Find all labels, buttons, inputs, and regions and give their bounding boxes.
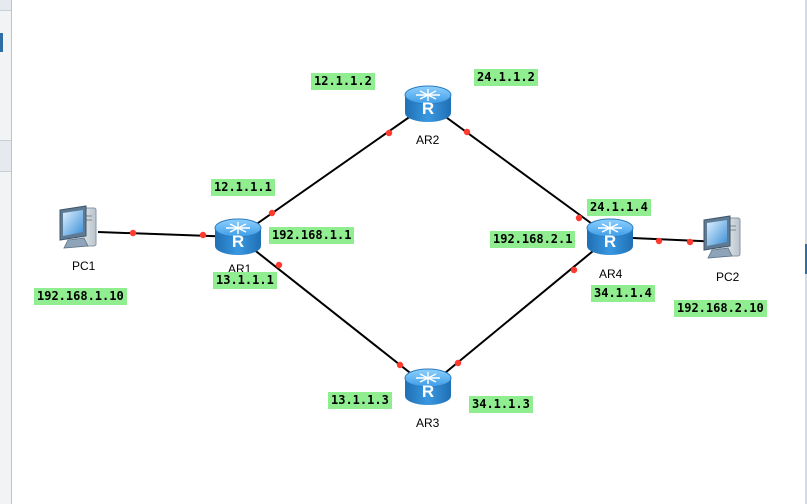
port-dot [129,229,137,237]
pc2-icon[interactable] [703,215,741,259]
port-dot [686,238,694,246]
port-dot [463,128,471,136]
port-dot [275,261,283,269]
port-dot [385,129,393,137]
port-dot [655,237,663,245]
pc1-icon[interactable] [59,205,97,249]
scrollbar-thumb[interactable] [805,244,807,274]
right-scroll-edge[interactable] [805,0,807,504]
ip-label-ar4-g1[interactable]: 34.1.1.4 [591,285,655,302]
device-label-pc2: PC2 [716,270,740,284]
ip-label-pc1[interactable]: 192.168.1.10 [34,288,127,305]
ip-label-ar4-lan[interactable]: 192.168.2.1 [490,231,576,248]
device-label-ar4: AR4 [599,267,623,281]
panel-tab-marker[interactable] [0,33,3,52]
ip-label-ar1-g0[interactable]: 12.1.1.1 [211,179,275,196]
router-ar2-icon[interactable] [404,85,452,123]
ip-label-ar4-g0[interactable]: 24.1.1.4 [587,199,651,216]
device-label-pc1: PC1 [72,259,96,273]
panel-band-middle [0,140,11,172]
ip-label-ar2-g0[interactable]: 12.1.1.2 [311,73,375,90]
left-panel-strip [0,0,12,504]
ip-label-ar1-g1[interactable]: 13.1.1.1 [213,272,277,289]
link-ar1-ar2[interactable] [237,103,429,238]
port-dot [396,361,404,369]
port-dot [570,266,578,274]
router-ar4-icon[interactable] [586,218,634,256]
link-ar1-ar3[interactable] [237,236,429,388]
ip-label-ar3-g0[interactable]: 13.1.1.3 [328,392,392,409]
port-dot [199,231,207,239]
link-ar2-ar4[interactable] [427,103,611,238]
router-ar3-icon[interactable] [404,368,452,406]
port-dot [268,209,276,217]
ip-label-ar1-lan[interactable]: 192.168.1.1 [269,227,355,244]
port-dot [454,359,462,367]
device-label-ar2: AR2 [416,133,440,147]
router-ar1-icon[interactable] [214,218,262,256]
device-label-ar3: AR3 [416,416,440,430]
ip-label-ar3-g1[interactable]: 34.1.1.3 [469,396,533,413]
ip-label-ar2-g1[interactable]: 24.1.1.2 [474,69,538,86]
ip-label-pc2[interactable]: 192.168.2.10 [674,300,767,317]
port-dot [575,214,583,222]
link-pc1-ar1[interactable] [97,231,239,238]
panel-band-top [0,0,11,11]
